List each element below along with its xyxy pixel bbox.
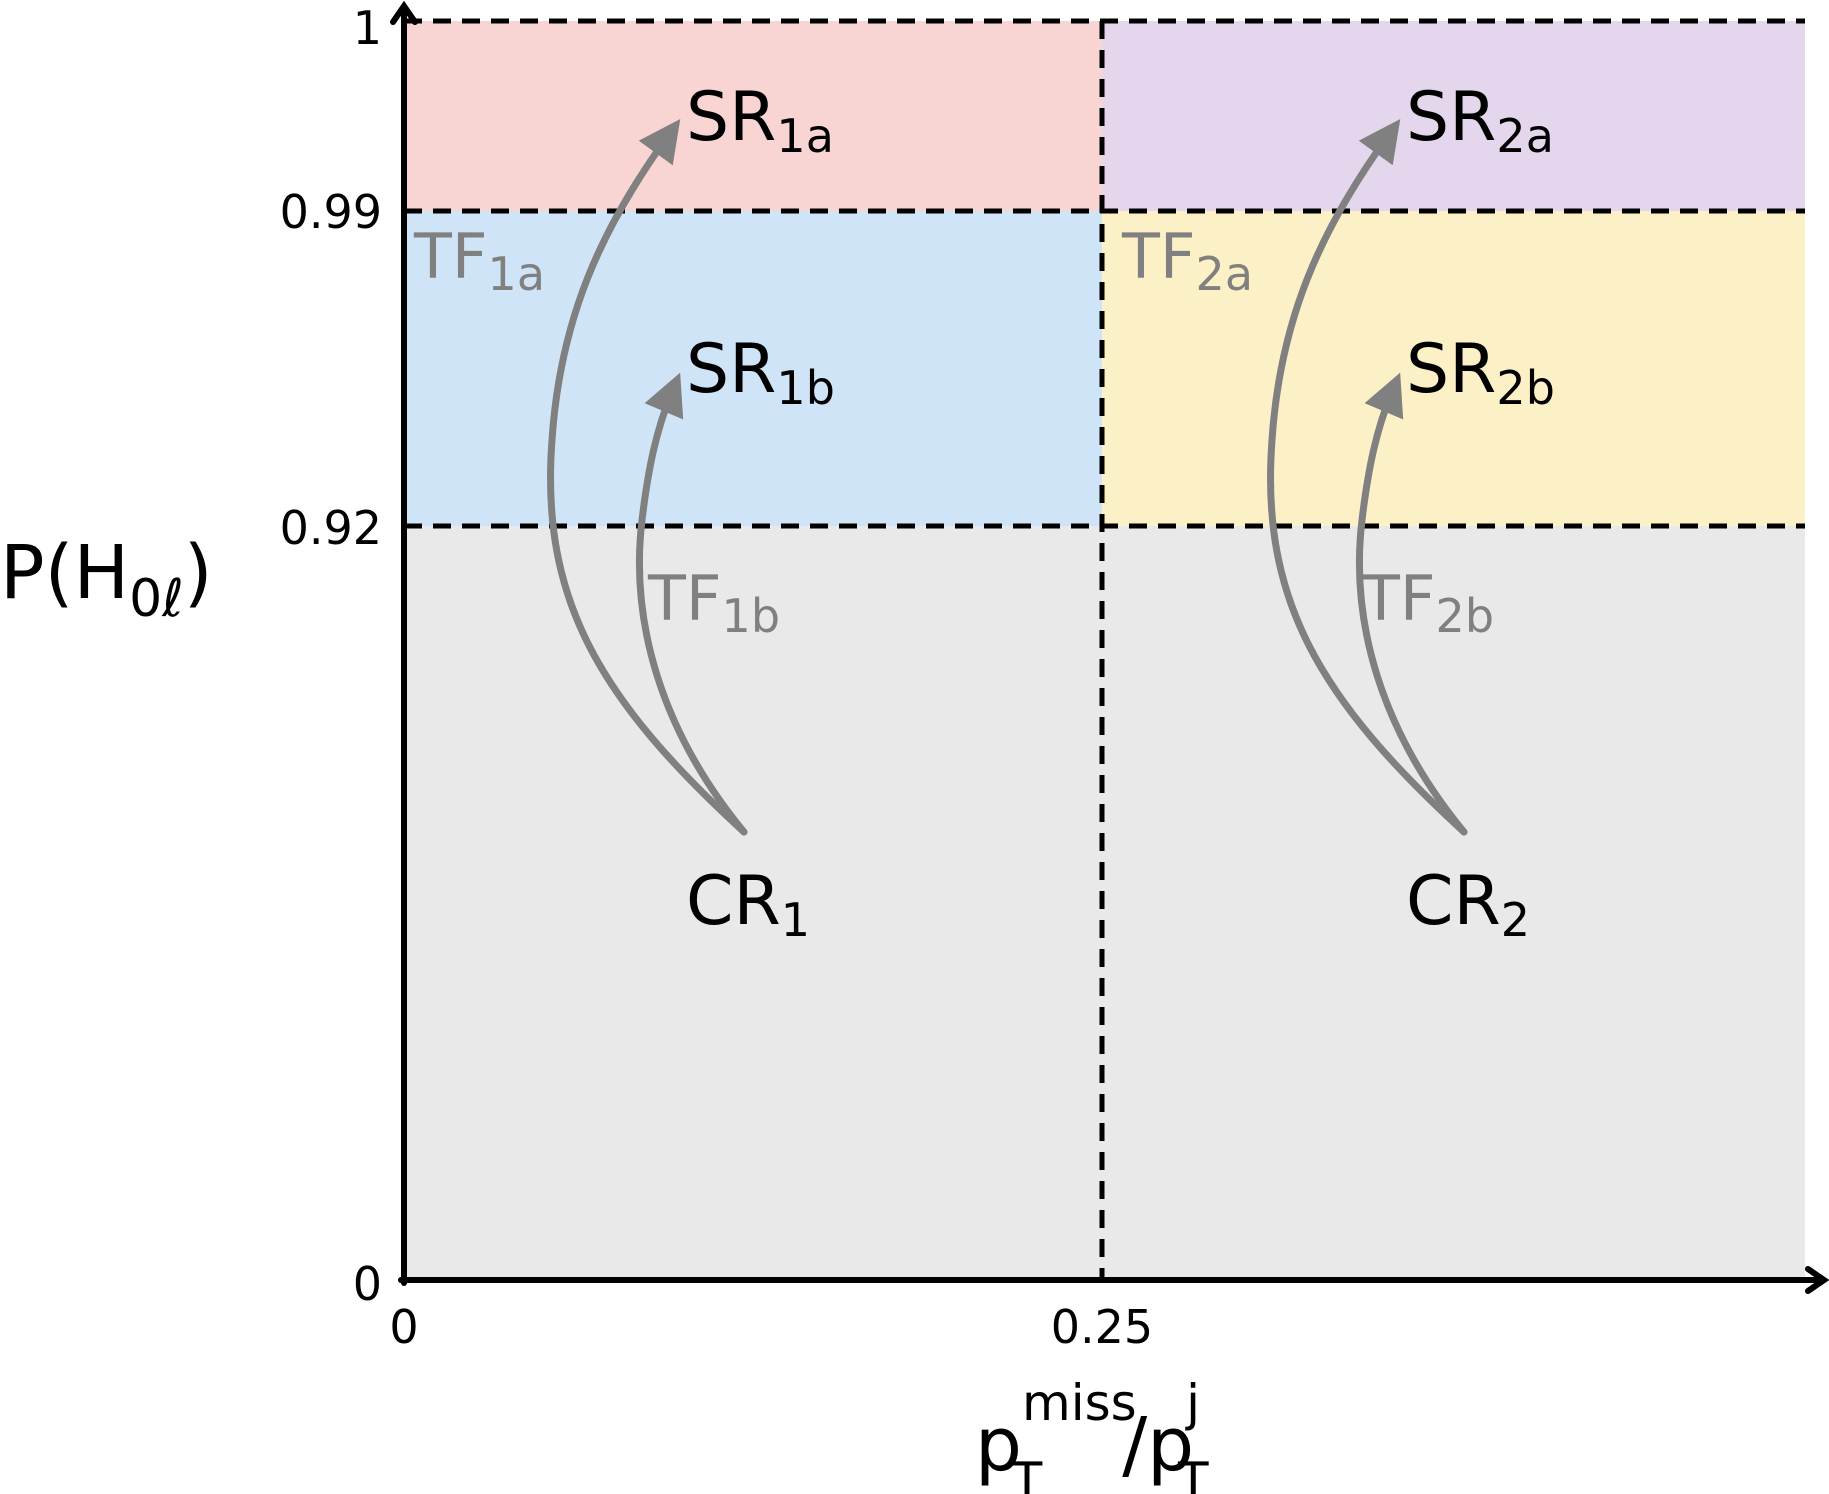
arrow-tf2a [1267, 118, 1468, 836]
region-cr1 [404, 526, 1102, 1280]
x-tick-025: 0.25 [1051, 1300, 1153, 1354]
label-cr1: CR1 [686, 862, 810, 947]
y-tick-099: 0.99 [280, 185, 382, 239]
region-sr2a [1102, 21, 1805, 211]
label-tf1a: TF1a [413, 220, 545, 301]
label-tf2b: TF2b [1361, 562, 1494, 643]
arrow-tf1b [636, 372, 748, 836]
label-tf1b: TF1b [647, 562, 780, 643]
y-tick-092: 0.92 [280, 501, 382, 555]
arrow-tf2b [1356, 372, 1468, 836]
label-sr2a: SR2a [1406, 78, 1554, 163]
label-tf2a: TF2a [1121, 220, 1253, 301]
region-sr1b [404, 211, 1102, 526]
arrow-tf1a [547, 118, 748, 836]
region-sr1a [404, 21, 1102, 211]
y-tick-0: 0 [353, 1257, 382, 1311]
y-tick-1: 1 [353, 1, 382, 55]
label-sr1b: SR1b [686, 330, 835, 415]
region-sr2b [1102, 211, 1805, 526]
label-sr1a: SR1a [686, 78, 834, 163]
x-axis-arrowhead [1805, 1266, 1829, 1294]
label-cr2: CR2 [1406, 862, 1530, 947]
y-axis-label: P(H0ℓ) [0, 530, 213, 629]
y-axis-arrowhead [390, 0, 418, 25]
x-tick-0: 0 [389, 1300, 418, 1354]
label-sr2b: SR2b [1406, 330, 1555, 415]
region-cr2 [1102, 526, 1805, 1280]
